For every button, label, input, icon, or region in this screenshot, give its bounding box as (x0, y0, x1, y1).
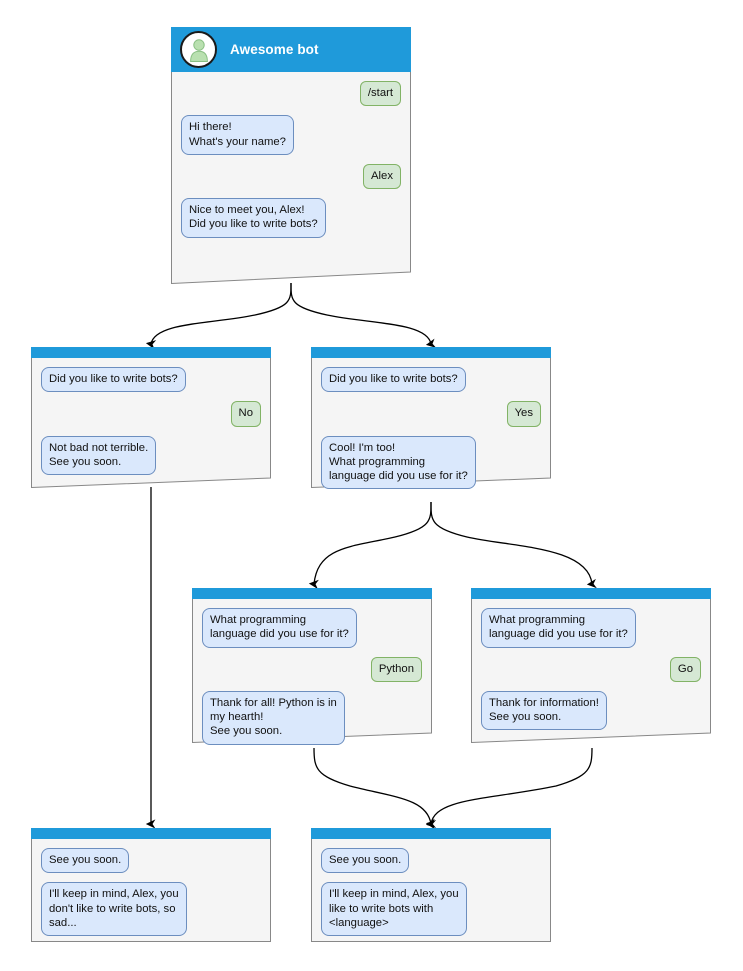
message-row: Nice to meet you, Alex! Did you like to … (181, 198, 401, 247)
edge-yes-to-go (430, 501, 597, 589)
message-row: Python (202, 656, 422, 691)
bot-title: Awesome bot (230, 42, 319, 57)
user-bubble[interactable]: Go (669, 656, 701, 682)
message-row: No (41, 401, 261, 435)
node-root-header: Awesome bot (171, 27, 411, 72)
message-row: Not bad not terrible. See you soon. (41, 435, 261, 485)
user-bubble[interactable]: No (230, 401, 261, 427)
message-row: Did you like to write bots? (321, 367, 541, 401)
message-row: Did you like to write bots? (41, 367, 261, 401)
node-yes-branch[interactable]: Did you like to write bots? Yes Cool! I'… (311, 347, 551, 490)
node-no-branch-header (31, 347, 271, 358)
message-row: Hi there! What's your name? (181, 115, 401, 164)
node-end-yes-header (311, 828, 551, 839)
user-bubble[interactable]: Yes (506, 401, 541, 427)
message-row: Thank for all! Python is in my hearth! S… (202, 690, 422, 754)
bot-bubble[interactable]: Did you like to write bots? (41, 367, 186, 393)
node-end-no-header (31, 828, 271, 839)
node-python-branch[interactable]: What programming language did you use fo… (192, 588, 432, 745)
node-go-branch-header (471, 588, 711, 599)
message-row: Cool! I'm too! What programming language… (321, 435, 541, 499)
bot-bubble[interactable]: I'll keep in mind, Alex, you like to wri… (321, 882, 467, 937)
bot-bubble[interactable]: What programming language did you use fo… (202, 608, 357, 648)
node-end-no-messages: See you soon. I'll keep in mind, Alex, y… (31, 839, 271, 945)
bot-bubble[interactable]: Thank for information! See you soon. (481, 690, 607, 731)
node-end-no[interactable]: See you soon. I'll keep in mind, Alex, y… (31, 828, 271, 942)
node-root-messages: /start Hi there! What's your name? Alex … (171, 72, 411, 247)
node-end-yes[interactable]: See you soon. I'll keep in mind, Alex, y… (311, 828, 551, 942)
edge-root-to-no (145, 282, 292, 350)
message-row: See you soon. (321, 848, 541, 882)
message-row: What programming language did you use fo… (481, 608, 701, 657)
message-row: See you soon. (41, 848, 261, 882)
bot-bubble[interactable]: Not bad not terrible. See you soon. (41, 435, 157, 476)
message-row: Go (481, 656, 701, 691)
node-no-branch-messages: Did you like to write bots? No Not bad n… (31, 358, 271, 484)
person-avatar-icon (180, 31, 217, 68)
bot-bubble[interactable]: Did you like to write bots? (321, 367, 466, 393)
message-row: What programming language did you use fo… (202, 608, 422, 657)
message-row: Thank for information! See you soon. (481, 690, 701, 740)
user-bubble[interactable]: Python (370, 656, 422, 682)
bot-bubble[interactable]: I'll keep in mind, Alex, you don't like … (41, 882, 187, 937)
message-row: I'll keep in mind, Alex, you don't like … (41, 882, 261, 945)
node-python-branch-header (192, 588, 432, 599)
message-row: Yes (321, 401, 541, 435)
bot-bubble[interactable]: Thank for all! Python is in my hearth! S… (202, 690, 345, 745)
bot-bubble[interactable]: What programming language did you use fo… (481, 608, 636, 648)
message-row: I'll keep in mind, Alex, you like to wri… (321, 882, 541, 945)
bot-bubble[interactable]: Nice to meet you, Alex! Did you like to … (181, 198, 326, 238)
node-go-branch[interactable]: What programming language did you use fo… (471, 588, 711, 743)
bot-bubble[interactable]: Hi there! What's your name? (181, 115, 294, 155)
node-no-branch[interactable]: Did you like to write bots? No Not bad n… (31, 347, 271, 488)
edge-root-to-yes (290, 282, 437, 348)
edge-yes-to-python (308, 501, 432, 590)
message-row: Alex (181, 163, 401, 198)
node-yes-branch-messages: Did you like to write bots? Yes Cool! I'… (311, 358, 551, 498)
edge-python-to-endyes (313, 747, 437, 828)
node-root[interactable]: Awesome bot /start Hi there! What's your… (171, 27, 411, 284)
bot-bubble[interactable]: See you soon. (41, 848, 130, 874)
user-bubble[interactable]: /start (359, 81, 401, 107)
node-end-yes-messages: See you soon. I'll keep in mind, Alex, y… (311, 839, 551, 945)
bot-bubble[interactable]: Cool! I'm too! What programming language… (321, 435, 476, 490)
user-bubble[interactable]: Alex (363, 163, 401, 190)
node-go-branch-messages: What programming language did you use fo… (471, 599, 711, 739)
message-row: /start (181, 81, 401, 115)
edge-go-to-endyes (425, 747, 593, 830)
bot-bubble[interactable]: See you soon. (321, 848, 410, 874)
node-yes-branch-header (311, 347, 551, 358)
node-python-branch-messages: What programming language did you use fo… (192, 599, 432, 754)
